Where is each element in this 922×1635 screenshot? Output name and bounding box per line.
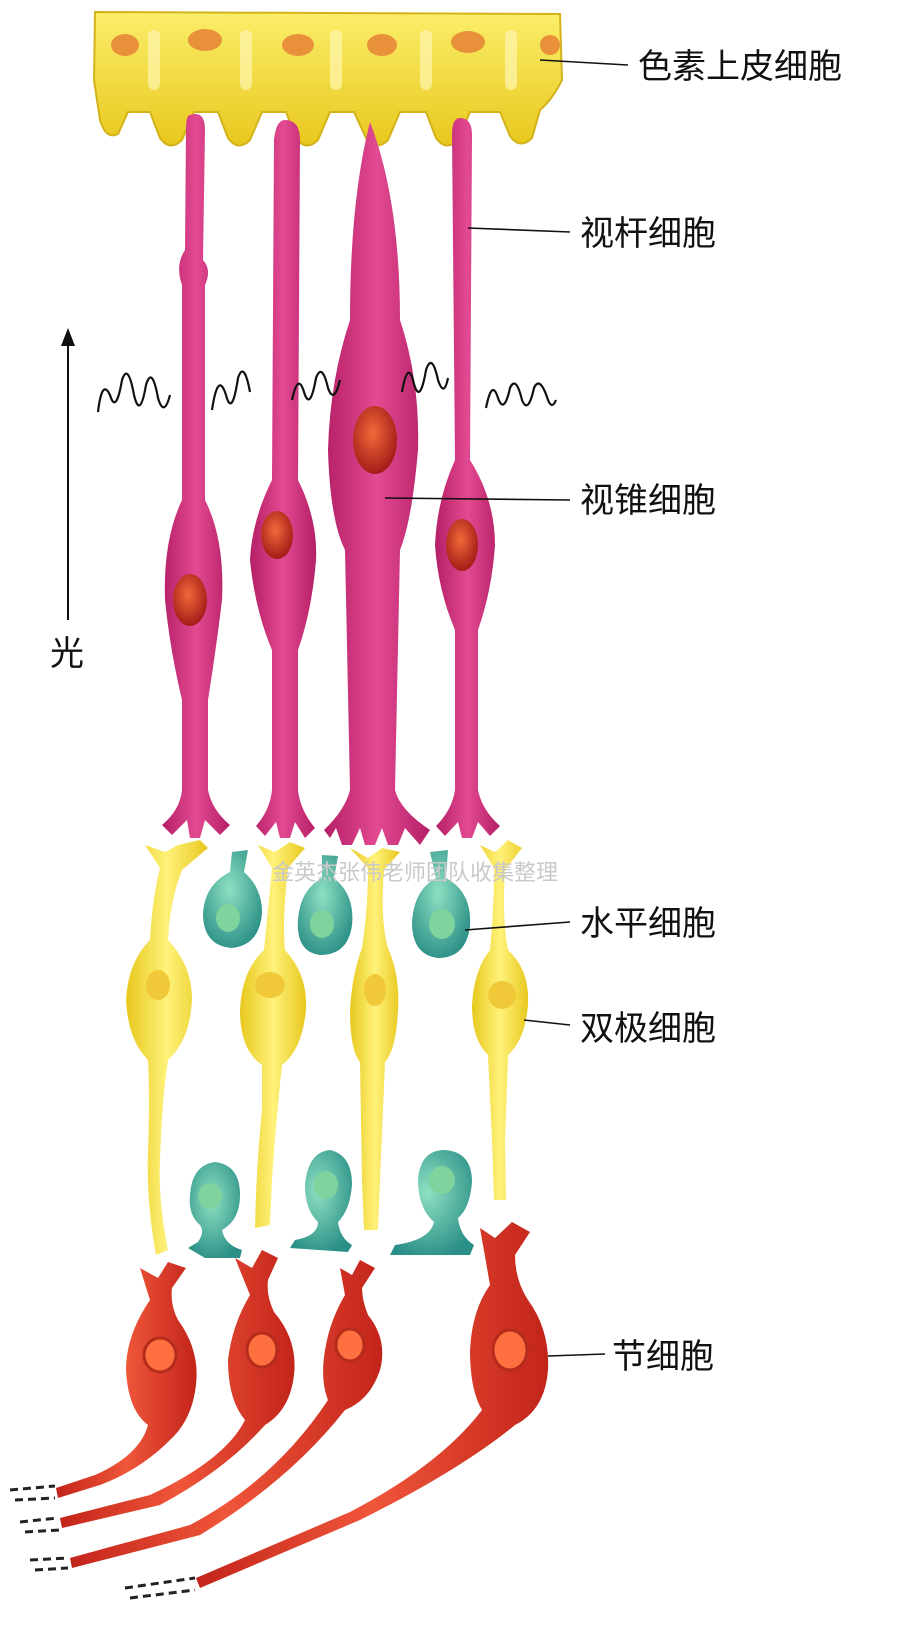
amacrine-cell — [290, 1150, 352, 1252]
ganglion-cell-layer — [56, 1222, 548, 1588]
light-arrow: 光 — [50, 328, 84, 674]
outer-limiting-fibers — [98, 363, 556, 412]
amacrine-cell — [188, 1162, 242, 1258]
bipolar-label: 双极细胞 — [580, 1009, 716, 1049]
bipolar-cell — [472, 840, 528, 1200]
watermark-text: 金英杰张伟老师团队收集整理 — [272, 861, 558, 886]
rod-label: 视杆细胞 — [580, 214, 716, 254]
leader-lines — [385, 60, 628, 1356]
horizontal-label: 水平细胞 — [580, 904, 716, 944]
bipolar-cell — [350, 848, 400, 1230]
horizontal-cell — [203, 850, 262, 948]
pigment-epithelium-label: 色素上皮细胞 — [638, 47, 842, 87]
pigment-epithelium-layer — [94, 12, 562, 146]
amacrine-cell — [390, 1150, 474, 1255]
rod-cell — [162, 114, 230, 838]
ganglion-label: 节细胞 — [612, 1337, 714, 1377]
rod-cell — [435, 118, 500, 838]
rod-cell — [250, 120, 316, 838]
cone-cell — [324, 122, 430, 845]
light-label: 光 — [50, 634, 84, 674]
cone-label: 视锥细胞 — [580, 481, 716, 521]
amacrine-cell-layer — [188, 1150, 474, 1258]
photoreceptor-layer — [162, 114, 500, 845]
ganglion-cell — [56, 1262, 197, 1498]
